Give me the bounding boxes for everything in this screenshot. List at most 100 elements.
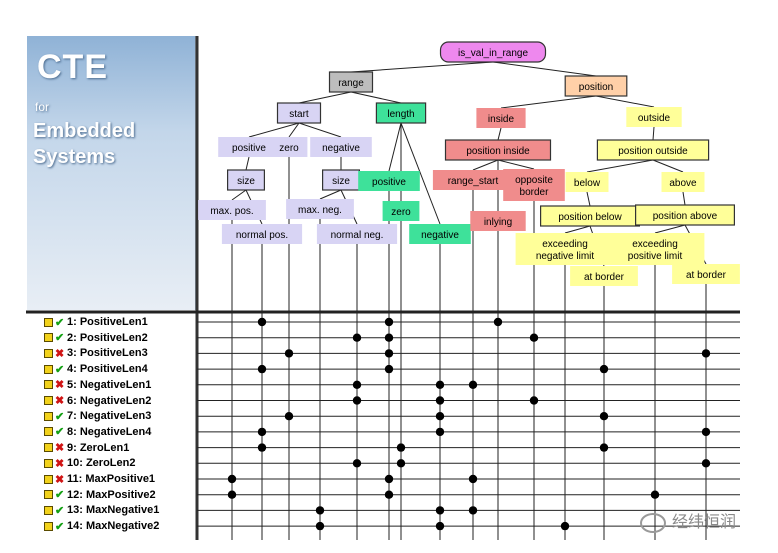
testcase-item[interactable]: ✖9: ZeroLen1 (30, 440, 129, 455)
node-label: inside (488, 114, 515, 125)
testcase-item[interactable]: ✖11: MaxPositive1 (30, 472, 155, 487)
tree-node-start[interactable]: start (276, 102, 322, 124)
tree-node-posoutside[interactable]: position outside (596, 139, 710, 161)
combination-dot[interactable] (315, 521, 325, 531)
combination-dot[interactable] (284, 349, 294, 358)
tree-node-atb1[interactable]: at border (570, 266, 638, 286)
combination-dot[interactable] (284, 412, 294, 421)
combination-dot[interactable] (599, 412, 609, 421)
watermark: 经纬恒润 (640, 508, 736, 533)
combination-dot[interactable] (384, 349, 394, 358)
tree-edge (652, 126, 655, 141)
tree-node-root[interactable]: is_val_in_range (439, 41, 547, 63)
tree-node-posabove[interactable]: position above (634, 204, 735, 226)
tree-node-s_pos[interactable]: positive (218, 137, 280, 157)
combination-dot[interactable] (384, 490, 394, 499)
combination-dot[interactable] (599, 364, 609, 374)
testcase-item[interactable]: ✔12: MaxPositive2 (30, 487, 156, 502)
combination-dot[interactable] (384, 474, 394, 484)
combination-dot[interactable] (599, 443, 609, 452)
combination-dot[interactable] (257, 317, 267, 327)
tree-node-maxneg[interactable]: max. neg. (286, 199, 354, 219)
combination-dot[interactable] (227, 474, 237, 484)
tree-node-s_zero[interactable]: zero (270, 137, 308, 157)
combination-dot[interactable] (384, 333, 394, 342)
combination-dot[interactable] (435, 412, 445, 421)
tree-node-maxpos[interactable]: max. pos. (198, 200, 266, 220)
testcase-item[interactable]: ✖3: PositiveLen3 (30, 346, 148, 361)
testcase-item[interactable]: ✔4: PositiveLen4 (30, 362, 148, 377)
node-label: position inside (466, 146, 530, 157)
tree-node-position[interactable]: position (564, 75, 628, 97)
tree-node-l_zero[interactable]: zero (382, 201, 420, 221)
combination-dot[interactable] (352, 459, 362, 468)
tree-node-inlying[interactable]: inlying (470, 211, 526, 231)
testcase-item[interactable]: ✔7: NegativeLen3 (30, 409, 151, 424)
testcase-item[interactable]: ✔1: PositiveLen1 (30, 315, 148, 330)
tree-node-length[interactable]: length (375, 102, 427, 124)
testcase-label: 10: ZeroLen2 (67, 457, 136, 470)
combination-dot[interactable] (227, 490, 237, 499)
combination-dot[interactable] (435, 506, 445, 515)
tree-edge (388, 122, 402, 172)
tree-node-below[interactable]: below (565, 172, 609, 192)
testcase-item[interactable]: ✔2: PositiveLen2 (30, 330, 148, 345)
testcase-item[interactable]: ✖6: NegativeLen2 (30, 393, 151, 408)
combination-dot[interactable] (435, 396, 445, 405)
cross-icon: ✖ (55, 473, 65, 486)
cross-icon: ✖ (55, 395, 65, 407)
combination-dot[interactable] (396, 459, 406, 468)
combination-dot[interactable] (529, 396, 539, 405)
tree-node-above[interactable]: above (661, 172, 705, 192)
node-label: position above (653, 211, 718, 222)
tree-node-size1[interactable]: size (227, 169, 266, 191)
combination-dot[interactable] (257, 427, 267, 437)
combination-dot[interactable] (560, 521, 570, 531)
combination-dot[interactable] (435, 521, 445, 531)
tree-node-outside[interactable]: outside (626, 107, 682, 127)
combination-dot[interactable] (396, 443, 406, 452)
combination-dot[interactable] (701, 427, 711, 437)
node-box (270, 137, 308, 157)
node-label: position (579, 82, 613, 93)
combination-dot[interactable] (315, 506, 325, 515)
tree-node-l_neg[interactable]: negative (409, 224, 471, 244)
combination-dot[interactable] (352, 333, 362, 342)
combination-dot[interactable] (650, 490, 660, 499)
tree-node-normpos[interactable]: normal pos. (221, 224, 303, 244)
tree-node-range[interactable]: range (328, 71, 374, 93)
testcase-item[interactable]: ✖5: NegativeLen1 (30, 377, 151, 392)
combination-dot[interactable] (257, 443, 267, 452)
combination-dot[interactable] (493, 317, 503, 327)
tree-node-posbelow[interactable]: position below (539, 205, 640, 227)
tree-node-s_neg[interactable]: negative (310, 137, 372, 157)
combination-dot[interactable] (384, 317, 394, 327)
tree-node-inside[interactable]: inside (476, 108, 526, 128)
tree-node-size2[interactable]: size (322, 169, 361, 191)
combination-dot[interactable] (468, 380, 478, 389)
tree-node-rstart[interactable]: range_start (432, 170, 514, 190)
testcase-item[interactable]: ✖10: ZeroLen2 (30, 456, 135, 471)
combination-dot[interactable] (435, 427, 445, 437)
combination-dot[interactable] (435, 380, 445, 389)
combination-dot[interactable] (701, 459, 711, 468)
tree-node-atb2[interactable]: at border (672, 264, 740, 284)
combination-dot[interactable] (352, 380, 362, 389)
tree-node-l_pos[interactable]: positive (358, 171, 420, 191)
combination-dot[interactable] (468, 506, 478, 515)
combination-dot[interactable] (529, 333, 539, 342)
tree-node-normneg[interactable]: normal neg. (316, 224, 398, 244)
testcase-item[interactable]: ✔13: MaxNegative1 (30, 503, 159, 518)
combination-dot[interactable] (352, 396, 362, 405)
tree-node-posinside[interactable]: position inside (444, 139, 552, 161)
combination-dot[interactable] (384, 364, 394, 374)
banner-title: CTE (37, 48, 108, 86)
testcase-item[interactable]: ✔8: NegativeLen4 (30, 424, 151, 439)
combination-dot[interactable] (468, 474, 478, 484)
testcase-item[interactable]: ✔14: MaxNegative2 (30, 519, 159, 534)
combination-dot[interactable] (701, 349, 711, 358)
combination-dot[interactable] (257, 364, 267, 374)
